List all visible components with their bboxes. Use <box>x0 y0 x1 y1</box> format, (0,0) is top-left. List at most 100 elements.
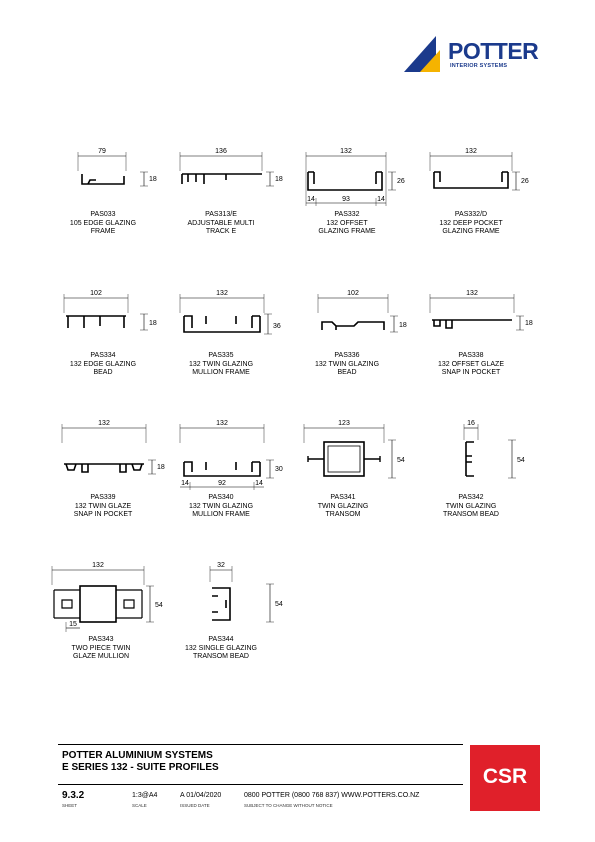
profile-desc-2: BEAD <box>337 369 357 376</box>
width-dim: 132 <box>340 148 352 155</box>
profile-drawing: 79 18 <box>77 148 157 187</box>
profile-drawing: 132 26 <box>429 148 529 191</box>
scale-label: SCALE <box>132 803 147 808</box>
profile-desc-2: TRACK E <box>205 228 237 235</box>
profile-caption: PAS336 132 TWIN GLAZING BEAD <box>292 352 402 378</box>
profile-code: PAS332/D <box>454 211 488 218</box>
width-dim: 123 <box>338 420 350 427</box>
footer-title-line1: POTTER ALUMINIUM SYSTEMS <box>62 750 213 761</box>
profile-desc-1: 132 OFFSET <box>326 219 368 227</box>
profile-caption: PAS334 132 EDGE GLAZING BEAD <box>48 352 158 378</box>
profile-drawing: 123 54 <box>303 420 405 479</box>
profile-drawing: 132 14 92 14 30 <box>179 420 283 490</box>
sub-dim: 15 <box>69 621 77 628</box>
profile-desc-1: 132 DEEP POCKET <box>439 219 503 227</box>
width-dim: 132 <box>466 290 478 297</box>
sub-dim-mid: 92 <box>218 480 226 487</box>
profile-desc-2: GLAZE MULLION <box>72 653 129 660</box>
profile-pas332d: 132 26 PAS332/D 132 DEEP POCKET GLAZING … <box>416 146 566 286</box>
profile-desc-1: 132 EDGE GLAZING <box>69 360 137 368</box>
profile-desc-2: SNAP IN POCKET <box>441 369 501 376</box>
profile-pas332: 132 14 93 14 26 PAS332 132 OFFSET GLAZIN… <box>292 146 442 286</box>
footer-rule-mid <box>58 784 463 785</box>
profile-code: PAS341 <box>330 494 356 501</box>
profile-pas341: 123 54 PAS341 TWIN GLAZING TRANSOM <box>288 418 438 558</box>
profile-code: PAS336 <box>334 352 360 359</box>
profile-drawing: 32 54 <box>209 562 283 623</box>
profile-desc-1: 132 TWIN GLAZING <box>188 360 254 368</box>
profile-code: PAS339 <box>90 494 116 501</box>
profile-desc-1: TWIN GLAZING <box>317 502 369 510</box>
profile-caption: PAS339 132 TWIN GLAZE SNAP IN POCKET <box>48 494 158 520</box>
height-dim: 54 <box>275 601 283 608</box>
profile-pas336: 102 18 PAS336 132 TWIN GLAZING BEAD <box>292 288 442 428</box>
profile-drawing: 132 18 <box>61 420 165 475</box>
profile-drawing: 16 54 <box>463 420 525 479</box>
profile-pas344: 32 54 PAS344 132 SINGLE GLAZING TRANSOM … <box>166 560 316 700</box>
width-dim: 132 <box>216 290 228 297</box>
height-dim: 18 <box>149 176 157 183</box>
profile-caption: PAS332 132 OFFSET GLAZING FRAME <box>292 211 402 237</box>
profile-caption: PAS342 TWIN GLAZING TRANSOM BEAD <box>416 494 526 520</box>
height-dim: 54 <box>517 457 525 464</box>
profile-caption: PAS338 132 OFFSET GLAZE SNAP IN POCKET <box>416 352 526 378</box>
profile-desc-2: BEAD <box>93 369 113 376</box>
sheet-label: SHEET <box>62 803 78 808</box>
profile-drawing: 132 14 93 14 26 <box>305 148 405 206</box>
sheet-number: 9.3.2 <box>62 790 85 801</box>
csr-logo-text: CSR <box>482 765 528 788</box>
profile-code: PAS335 <box>208 352 234 359</box>
footer-rule-top <box>58 744 463 745</box>
width-dim: 32 <box>217 562 225 569</box>
width-dim: 16 <box>467 420 475 427</box>
brand-subtitle: INTERIOR SYSTEMS <box>450 63 508 69</box>
height-dim: 54 <box>397 457 405 464</box>
profile-code: PAS033 <box>90 211 116 218</box>
profile-code: PAS334 <box>90 352 116 359</box>
profile-desc-2: TRANSOM BEAD <box>442 511 499 518</box>
profile-desc-1: 132 TWIN GLAZING <box>314 360 380 368</box>
profile-desc-2: MULLION FRAME <box>192 369 250 376</box>
height-dim: 18 <box>157 464 165 471</box>
profile-pas033: 79 18 PAS033 105 EDGE GLAZING FRAME <box>48 146 198 286</box>
sub-dim-right: 14 <box>377 196 385 203</box>
width-dim: 132 <box>216 420 228 427</box>
profile-pas340: 132 14 92 14 30 PAS340 132 TWIN GLAZING … <box>166 418 316 558</box>
brand-name: POTTER <box>448 38 539 64</box>
profile-code: PAS342 <box>458 494 484 501</box>
profile-drawing: 132 18 <box>429 290 533 331</box>
profile-code: PAS313/E <box>205 211 237 218</box>
profile-desc-1: TWIN GLAZING <box>445 502 497 510</box>
profile-drawing: 102 18 <box>63 290 157 331</box>
contact-label: SUBJECT TO CHANGE WITHOUT NOTICE <box>244 803 333 808</box>
profile-desc-1: 132 TWIN GLAZE <box>74 502 132 510</box>
profile-desc-2: TRANSOM BEAD <box>192 653 249 660</box>
width-dim: 132 <box>465 148 477 155</box>
profile-code: PAS338 <box>458 352 484 359</box>
profile-desc-2: TRANSOM <box>325 511 361 518</box>
profile-drawing: 132 15 54 <box>51 562 163 632</box>
height-dim: 26 <box>521 178 529 185</box>
profile-pas339: 132 18 PAS339 132 TWIN GLAZE SNAP IN POC… <box>48 418 198 558</box>
profile-pas334: 102 18 PAS334 132 EDGE GLAZING BEAD <box>48 288 198 428</box>
profile-desc-1: TWO PIECE TWIN <box>71 644 131 652</box>
width-dim: 79 <box>98 148 106 155</box>
profile-pas313e: 136 18 PAS313/E ADJUSTABLE MULTI TRACK E <box>166 146 316 286</box>
sub-dim-mid: 93 <box>342 196 350 203</box>
sub-dim-left: 14 <box>181 480 189 487</box>
profile-caption: PAS344 132 SINGLE GLAZING TRANSOM BEAD <box>166 636 276 662</box>
profile-caption: PAS313/E ADJUSTABLE MULTI TRACK E <box>166 211 276 237</box>
height-dim: 18 <box>525 320 533 327</box>
profile-caption: PAS335 132 TWIN GLAZING MULLION FRAME <box>166 352 276 378</box>
height-dim: 26 <box>397 178 405 185</box>
footer-title-line2: E SERIES 132 - SUITE PROFILES <box>62 762 219 773</box>
height-dim: 36 <box>273 323 281 330</box>
profile-pas335: 132 36 PAS335 132 TWIN GLAZING MULLION F… <box>166 288 316 428</box>
width-dim: 132 <box>92 562 104 569</box>
profile-code: PAS344 <box>208 636 234 643</box>
potter-logo-mark <box>404 36 440 72</box>
height-dim: 54 <box>155 602 163 609</box>
profile-desc-1: 132 SINGLE GLAZING <box>185 644 257 652</box>
profile-desc-1: 132 TWIN GLAZING <box>188 502 254 510</box>
issued-label: ISSUED DATE <box>180 803 210 808</box>
